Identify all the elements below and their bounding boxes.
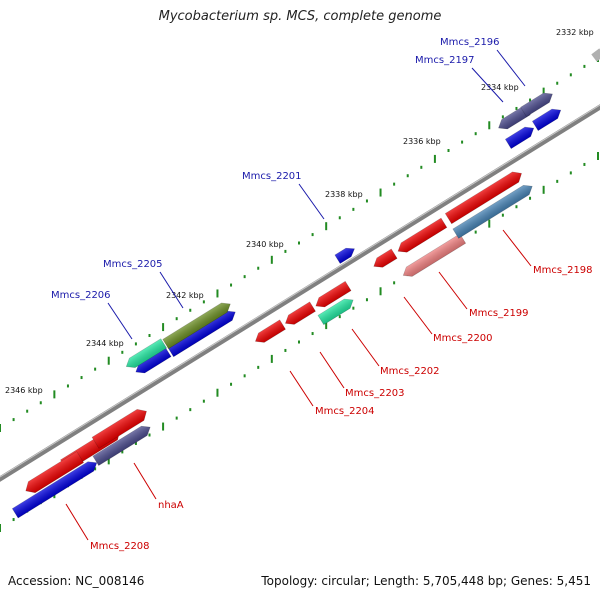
- gene-label: Mmcs_2204: [315, 406, 375, 417]
- gene-nhaA: [92, 425, 151, 466]
- leader-line: [351, 328, 380, 367]
- gene-label: Mmcs_2205: [103, 259, 163, 270]
- leader-line: [159, 271, 184, 309]
- leader-line: [496, 49, 526, 87]
- gene-red-upper-left-2: [91, 409, 147, 449]
- gene-label: Mmcs_2200: [433, 333, 493, 344]
- gene-label: Mmcs_2197: [415, 55, 475, 66]
- gene-steel-2198: [452, 184, 533, 239]
- gene-label: Mmcs_2196: [440, 37, 500, 48]
- gene-blue-2201: [334, 247, 355, 264]
- gene-teal-2206: [125, 338, 168, 368]
- scale-tick-label: 2344 kbp: [86, 339, 124, 348]
- leader-line: [438, 271, 468, 310]
- gene-olive-2205: [162, 302, 231, 350]
- scale-tick-label: 2340 kbp: [246, 240, 284, 249]
- scale-tick-label: 2334 kbp: [481, 83, 519, 92]
- gene-red-2203: [284, 301, 316, 325]
- gene-label: Mmcs_2202: [380, 366, 440, 377]
- leader-line: [65, 503, 89, 541]
- gene-red-2204: [254, 319, 286, 343]
- upper-tick-track: [0, 54, 599, 432]
- gene-red-2200: [373, 248, 398, 268]
- scale-tick-label: 2332 kbp: [556, 28, 594, 37]
- gene-offscreen-top-right: [591, 48, 600, 62]
- gene-red-lower-left: [25, 451, 85, 494]
- leader-line: [133, 462, 157, 500]
- gene-pink-2199: [402, 233, 467, 277]
- leader-line: [298, 183, 325, 220]
- gene-label: Mmcs_2203: [345, 388, 405, 399]
- map-title: Mycobacterium sp. MCS, complete genome: [158, 9, 442, 24]
- scale-tick-label: 2342 kbp: [166, 291, 204, 300]
- gene-labels: Mmcs_2196Mmcs_2197Mmcs_2201Mmcs_2205Mmcs…: [51, 37, 593, 552]
- scale-tick-label: 2336 kbp: [403, 137, 441, 146]
- gene-label: Mmcs_2198: [533, 265, 593, 276]
- genome-backbone: [0, 48, 600, 482]
- scale-tick-label: 2346 kbp: [5, 386, 43, 395]
- gene-navy-2196: [520, 92, 553, 118]
- scale-labels: 2332 kbp 2334 kbp 2336 kbp 2338 kbp 2340 kbp…: [5, 28, 594, 395]
- gene-label: Mmcs_2206: [51, 290, 111, 301]
- gene-red-2198: [444, 171, 522, 225]
- gene-features: [11, 92, 562, 519]
- gene-label: Mmcs_2199: [469, 308, 529, 319]
- scale-tick-label: 2338 kbp: [325, 190, 363, 199]
- leader-line: [403, 296, 433, 335]
- gene-blue-2196b: [531, 108, 562, 131]
- gene-red-2200b: [397, 217, 448, 253]
- gene-label: Mmcs_2201: [242, 171, 302, 182]
- gene-label: nhaA: [158, 500, 184, 511]
- label-leader-lines: [65, 49, 532, 541]
- gene-red-2202a: [315, 280, 352, 308]
- genome-summary-text: Topology: circular; Length: 5,705,448 bp…: [261, 574, 591, 588]
- leader-line: [502, 229, 532, 267]
- leader-line: [319, 351, 345, 389]
- gene-teal-2202: [317, 298, 354, 326]
- accession-text: Accession: NC_008146: [8, 574, 145, 588]
- gene-blue-2197b: [504, 126, 535, 149]
- leader-line: [289, 370, 314, 407]
- gene-blue-lower-left: [11, 461, 98, 519]
- leader-line: [107, 302, 133, 340]
- gene-label: Mmcs_2208: [90, 541, 150, 552]
- leader-line: [471, 67, 504, 103]
